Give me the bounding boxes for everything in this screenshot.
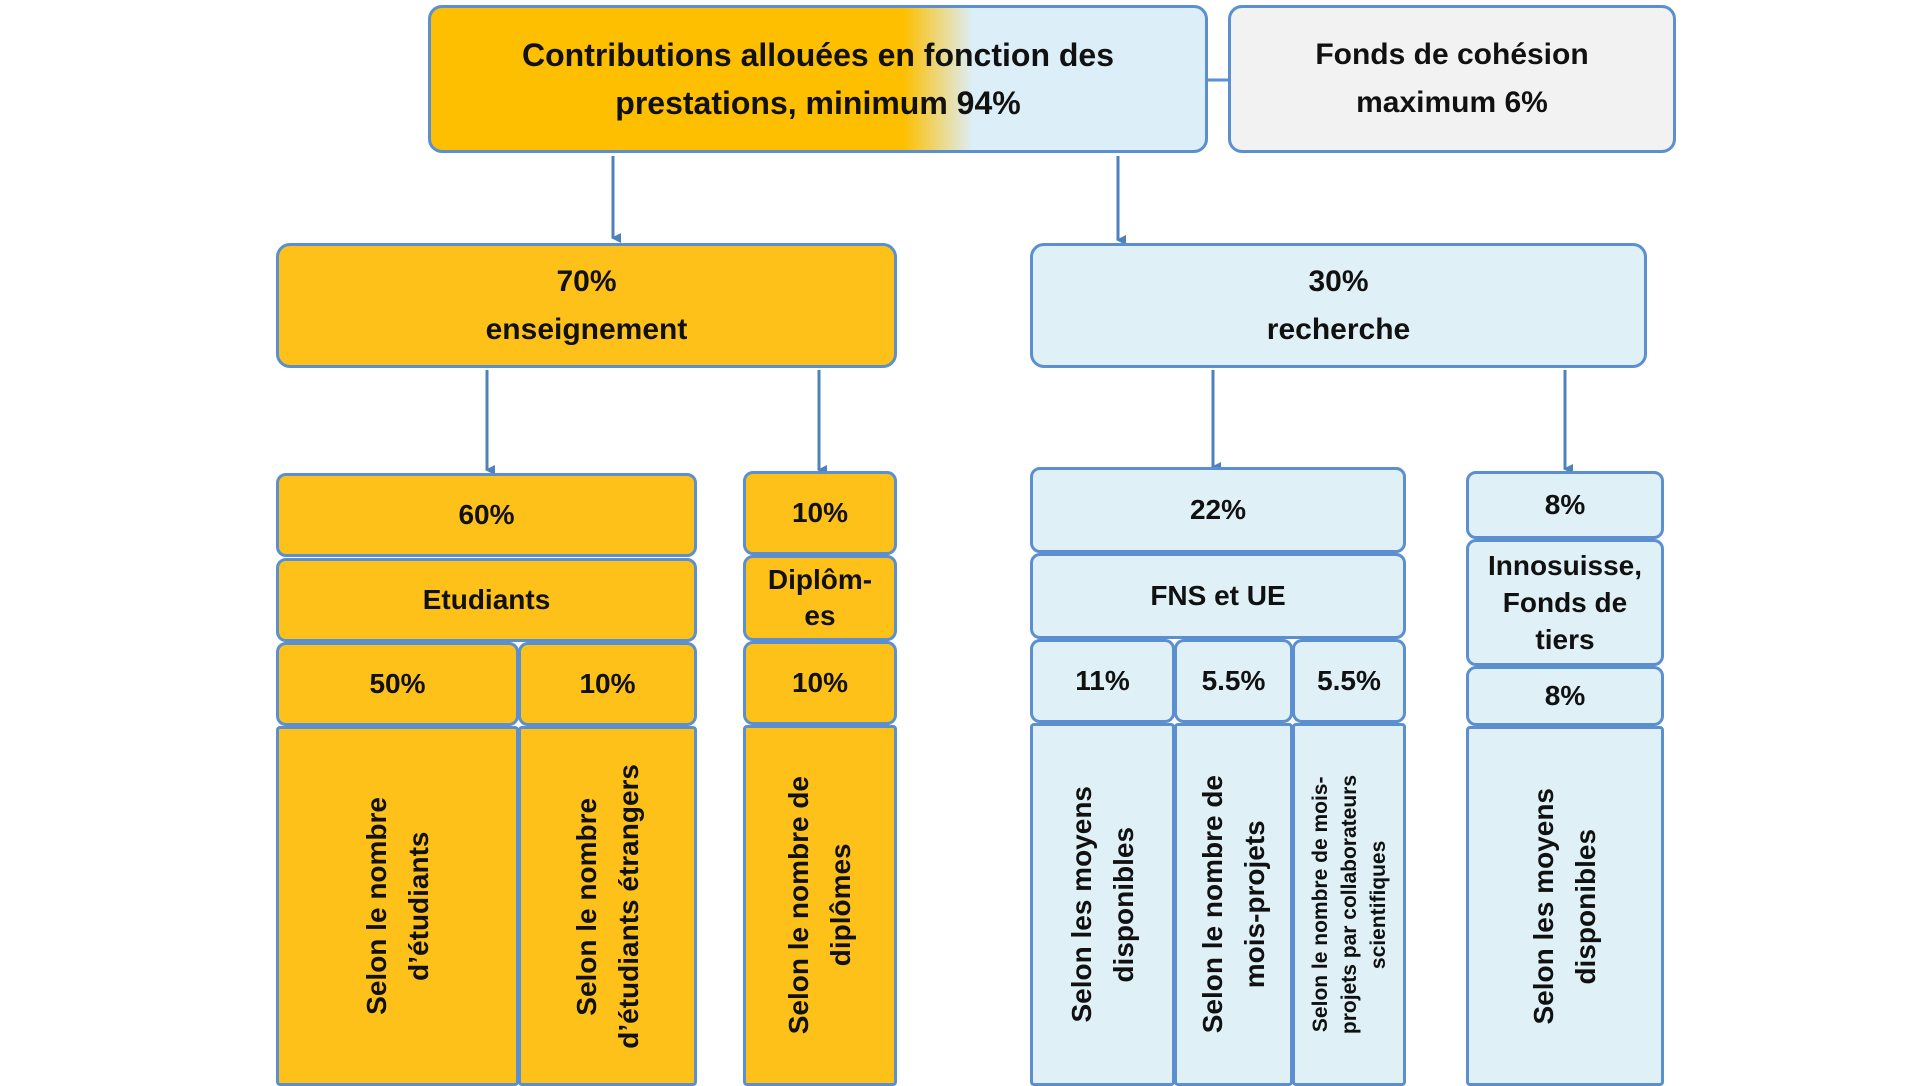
- fns-split-5-5-a-percent: 5.5%: [1201, 665, 1266, 696]
- fns-label: FNS et UE: [1150, 580, 1286, 611]
- students-split-50-box: 50%: [276, 642, 519, 726]
- fns-per-staff-line3: scientifiques: [1366, 840, 1390, 969]
- research-percent: 30%: [1308, 264, 1369, 298]
- students-split-50-percent: 50%: [369, 668, 426, 699]
- students-split-10-box: 10%: [518, 642, 697, 726]
- fns-percent-box: 22%: [1030, 467, 1406, 553]
- diplomas-sub-percent: 10%: [791, 667, 849, 698]
- fns-per-staff-line2: projets par collaborateurs: [1337, 774, 1361, 1035]
- cohesion-line2: maximum 6%: [1356, 86, 1548, 119]
- research-label: recherche: [1266, 312, 1411, 346]
- students-percent-box: 60%: [276, 473, 697, 557]
- innosuisse-sub-percent-box: 8%: [1466, 666, 1664, 726]
- innosuisse-percent: 8%: [1544, 489, 1586, 520]
- fns-project-months-line2: mois-projets: [1238, 820, 1270, 989]
- students-label: Etudiants: [422, 584, 551, 615]
- students-percent: 60%: [458, 499, 515, 530]
- innosuisse-label-box: Innosuisse, Fonds de tiers: [1466, 539, 1664, 666]
- diplomas-label-line2: es: [804, 600, 836, 631]
- teaching-label: enseignement: [485, 312, 688, 346]
- performance-title-line2: prestations, minimum 94%: [615, 85, 1021, 121]
- diplomas-criterion-box: Selon le nombre de diplômes: [743, 725, 897, 1086]
- foreign-students-criterion-line2: d’étudiants étrangers: [612, 763, 644, 1049]
- diplomas-criterion-line1: Selon le nombre de: [783, 776, 814, 1035]
- fns-split-5-5-b-percent: 5.5%: [1317, 665, 1381, 696]
- students-label-box: Etudiants: [276, 558, 697, 642]
- fns-available-means-criterion-box: Selon les moyens disponibles: [1030, 723, 1175, 1086]
- fns-available-means-line2: disponibles: [1107, 826, 1139, 983]
- students-criterion-line2: d’étudiants: [402, 831, 434, 981]
- teaching-percent: 70%: [556, 264, 617, 298]
- diplomas-percent: 10%: [791, 497, 849, 528]
- fns-percent: 22%: [1189, 494, 1247, 525]
- research-box: 30% recherche: [1030, 243, 1647, 368]
- innosuisse-percent-box: 8%: [1466, 471, 1664, 539]
- students-criterion-box: Selon le nombre d’étudiants: [276, 726, 519, 1086]
- performance-contributions-box: Contributions allouées en fonction des p…: [428, 5, 1208, 153]
- diplomas-percent-box: 10%: [743, 471, 897, 555]
- fns-project-months-criterion-box: Selon le nombre de mois-projets: [1174, 723, 1293, 1086]
- fns-split-5-5-a-box: 5.5%: [1174, 639, 1293, 723]
- cohesion-line1: Fonds de cohésion: [1315, 38, 1589, 71]
- innosuisse-label-line2: Fonds de: [1502, 587, 1628, 618]
- cohesion-fund-box: Fonds de cohésion maximum 6%: [1228, 5, 1676, 153]
- innosuisse-label-line3: tiers: [1535, 624, 1595, 655]
- foreign-students-split-10-percent: 10%: [579, 668, 636, 699]
- students-criterion-line1: Selon le nombre: [360, 797, 392, 1015]
- diplomas-criterion-line2: diplômes: [825, 844, 856, 967]
- diplomas-sub-percent-box: 10%: [743, 641, 897, 725]
- diplomas-label-box: Diplôm- es: [743, 555, 897, 641]
- fns-per-staff-criterion-box: Selon le nombre de mois- projets par col…: [1292, 723, 1406, 1086]
- innosuisse-criterion-line2: disponibles: [1570, 828, 1601, 984]
- fns-available-means-line1: Selon les moyens: [1065, 786, 1097, 1023]
- fns-project-months-line1: Selon le nombre de: [1196, 775, 1228, 1034]
- foreign-students-criterion-box: Selon le nombre d’étudiants étrangers: [518, 726, 697, 1086]
- teaching-box: 70% enseignement: [276, 243, 897, 368]
- fns-split-11-percent: 11%: [1075, 665, 1130, 696]
- innosuisse-criterion-box: Selon les moyens disponibles: [1466, 726, 1664, 1086]
- fns-split-5-5-b-box: 5.5%: [1292, 639, 1406, 723]
- innosuisse-label-line1: Innosuisse,: [1487, 550, 1643, 581]
- fns-label-box: FNS et UE: [1030, 553, 1406, 639]
- innosuisse-sub-percent: 8%: [1544, 680, 1586, 711]
- innosuisse-criterion-line1: Selon les moyens: [1528, 787, 1559, 1025]
- fns-split-11-box: 11%: [1030, 639, 1175, 723]
- fns-per-staff-line1: Selon le nombre de mois-: [1308, 776, 1332, 1033]
- performance-title-line1: Contributions allouées en fonction des: [521, 37, 1115, 73]
- diplomas-label-line1: Diplôm-: [767, 564, 873, 595]
- foreign-students-criterion-line1: Selon le nombre: [570, 797, 602, 1015]
